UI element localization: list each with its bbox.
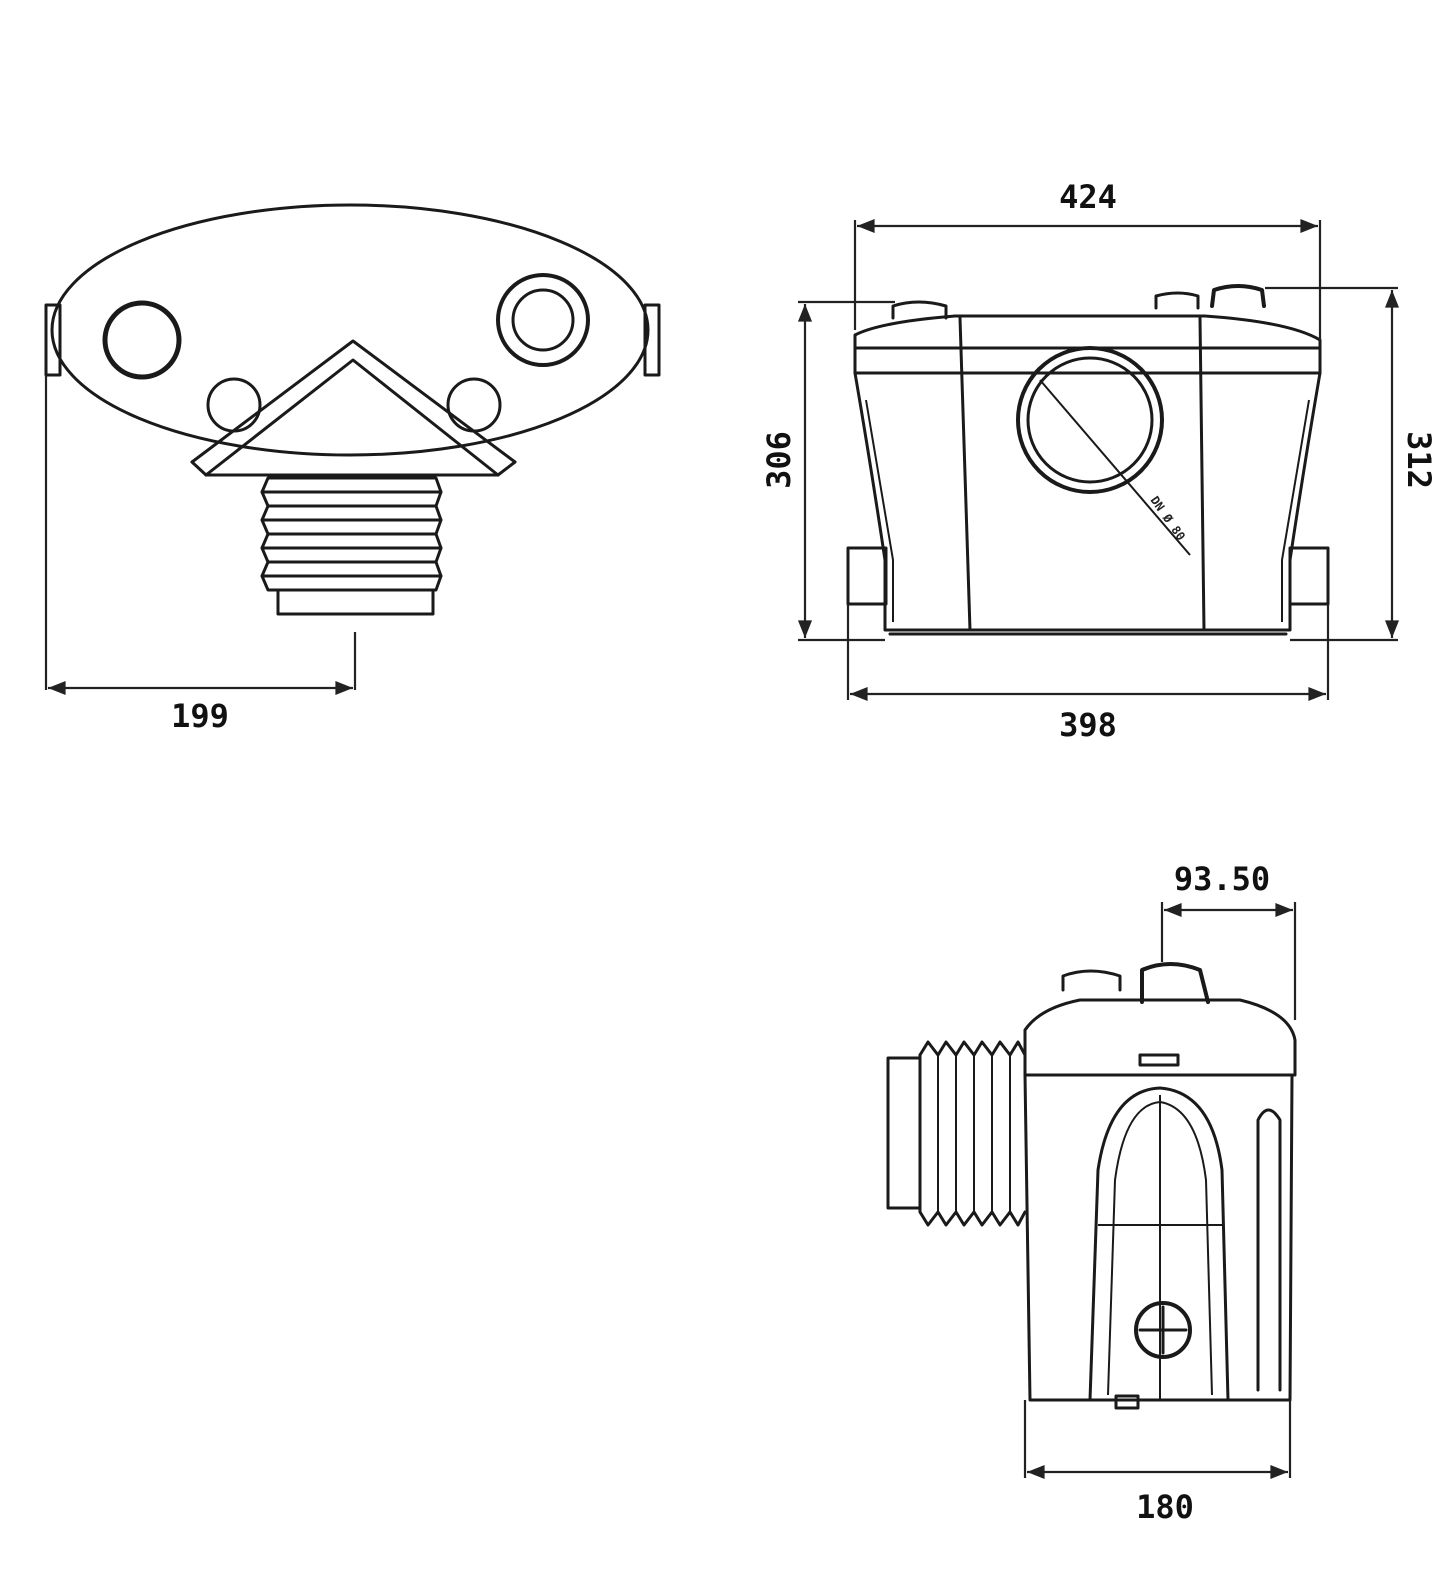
- top-right-tab: [643, 303, 661, 377]
- front-divider-left: [958, 316, 972, 632]
- top-triangle-edge-left: [190, 460, 208, 477]
- side-lid-slot: [1138, 1053, 1180, 1067]
- side-bellows: [886, 1040, 1027, 1227]
- side-arch-outer: [1088, 1086, 1230, 1402]
- side-slot: [1256, 1108, 1282, 1392]
- side-knob: [1134, 1301, 1192, 1359]
- top-right-small-port: [446, 377, 502, 433]
- front-view: DN Ø 80 424 398 306 312: [760, 178, 1438, 744]
- side-cap-right: [1140, 962, 1210, 1004]
- front-inlet-outer: [1016, 346, 1164, 494]
- side-foot-tab: [1114, 1394, 1140, 1410]
- dim-424-label: 424: [1059, 178, 1117, 216]
- top-triangle-outer: [190, 339, 517, 464]
- side-lid: [1023, 998, 1297, 1077]
- dim-312-label: 312: [1400, 431, 1438, 489]
- dim-199-label: 199: [171, 697, 229, 735]
- top-right-port-outer: [496, 273, 590, 367]
- front-body: [853, 371, 1322, 632]
- front-lid: [853, 314, 1322, 375]
- side-body: [1023, 1073, 1294, 1402]
- top-left-port: [102, 300, 182, 380]
- front-cap-left: [891, 300, 948, 320]
- front-body-inner-right: [1281, 399, 1310, 622]
- front-divider-right: [1198, 316, 1206, 632]
- top-left-small-port: [206, 377, 262, 433]
- top-view: 199: [44, 203, 661, 735]
- dim-398-label: 398: [1059, 706, 1117, 744]
- top-right-port-inner: [511, 288, 575, 352]
- front-stub-right: [1288, 546, 1330, 606]
- front-body-inner-left: [865, 399, 894, 622]
- front-cap-mid: [1154, 291, 1200, 310]
- side-cap-left: [1061, 969, 1122, 992]
- top-view-body: [50, 203, 650, 457]
- front-stub-left: [846, 546, 888, 606]
- dim-93-label: 93.50: [1174, 860, 1270, 898]
- top-left-tab: [44, 303, 62, 377]
- top-triangle-edge-right: [496, 460, 517, 477]
- dim-306-label: 306: [760, 431, 798, 489]
- front-inlet-inner: [1026, 356, 1154, 484]
- front-inlet-label: DN Ø 80: [1148, 494, 1188, 543]
- front-cap-right: [1210, 284, 1266, 308]
- side-view: 93.50 180: [886, 860, 1297, 1526]
- dim-180-label: 180: [1136, 1488, 1194, 1526]
- top-triangle-inner: [204, 358, 500, 477]
- front-inlet-leader: [1039, 379, 1191, 556]
- top-bellows: [260, 476, 443, 616]
